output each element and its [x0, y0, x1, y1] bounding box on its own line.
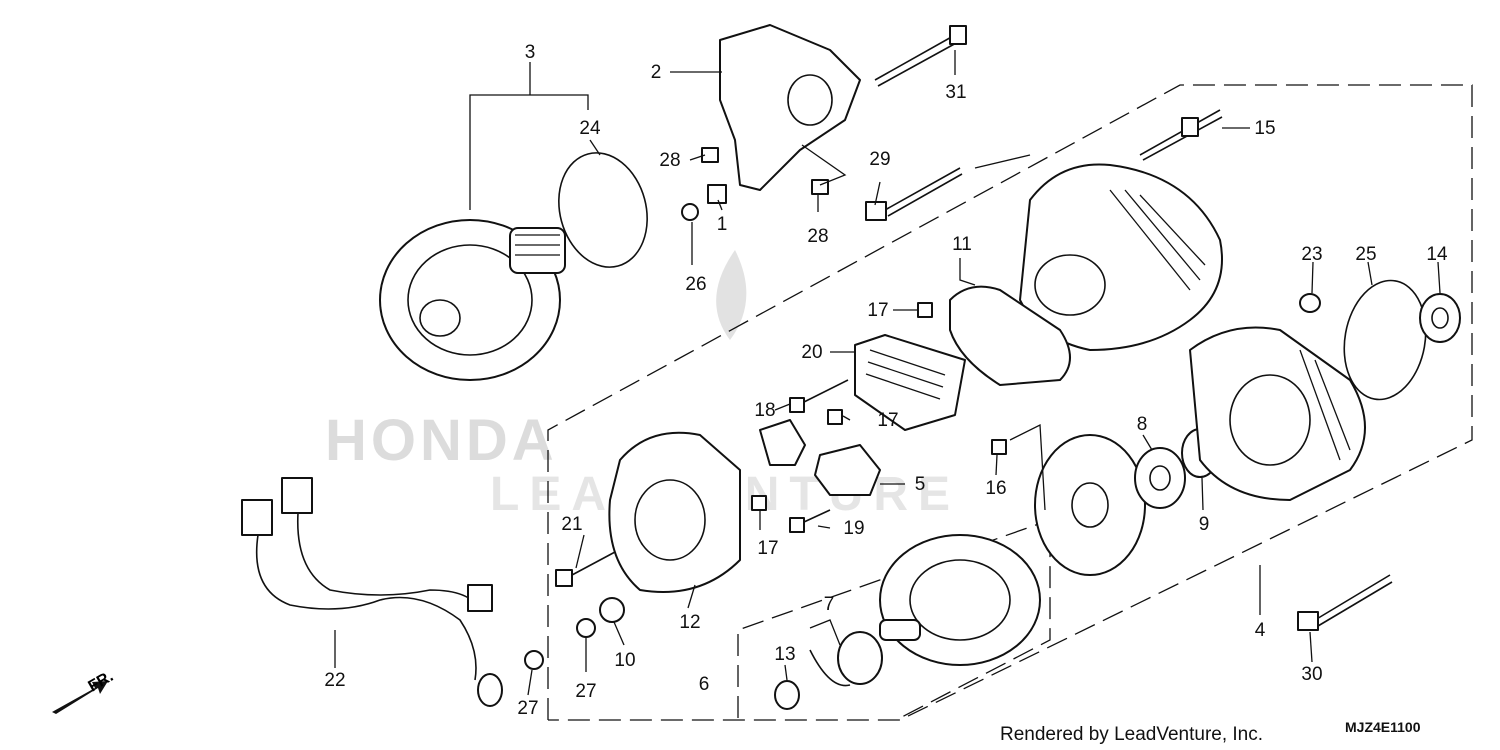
- callout-28a: 28: [659, 150, 680, 171]
- callout-18: 18: [754, 400, 775, 421]
- callout-14: 14: [1426, 244, 1448, 265]
- front-direction-arrow-icon: FR.: [52, 668, 116, 714]
- part-grommet-10: [599, 597, 625, 623]
- callout-10: 10: [614, 650, 635, 671]
- part-washer-26: [681, 203, 699, 221]
- part-brush-holder-5: [814, 444, 881, 496]
- part-o-ring-24: [558, 152, 648, 268]
- part-fan-plate: [1034, 434, 1146, 576]
- part-dowel-28a: [701, 147, 719, 163]
- part-collar-1: [707, 184, 727, 204]
- part-bolt-21: [555, 569, 573, 587]
- callout-1: 1: [717, 214, 728, 235]
- part-terminal: [759, 419, 806, 466]
- callout-28b: 28: [807, 226, 828, 247]
- part-screw-17b: [827, 409, 843, 425]
- part-rear-bracket-12: [608, 431, 741, 593]
- part-bearing-8: [1134, 447, 1186, 509]
- callout-27b: 27: [517, 698, 538, 719]
- part-bolt-29: [865, 167, 963, 221]
- part-rotor: [879, 534, 1041, 666]
- callout-labels: 3 24 2 28 1 26 28 31 29 15 11 17 20 18 1…: [324, 42, 1448, 719]
- part-nut-27b: [524, 650, 544, 670]
- callout-3: 3: [525, 42, 536, 63]
- callout-23: 23: [1301, 244, 1322, 265]
- callout-2: 2: [651, 62, 662, 83]
- callout-8: 8: [1137, 414, 1148, 435]
- part-bolt-15: [1139, 109, 1223, 161]
- part-end-cover-4: [1189, 326, 1366, 501]
- callout-17b: 17: [877, 410, 898, 431]
- part-screw-17a: [917, 302, 933, 318]
- diagram-code: MJZ4E1100: [1345, 719, 1421, 735]
- part-alternator-cover: [1019, 163, 1223, 351]
- callout-31: 31: [945, 82, 966, 103]
- footer-credit: Rendered by LeadVenture, Inc.: [1000, 724, 1263, 745]
- watermark-flame-icon: [716, 250, 747, 340]
- callout-27a: 27: [575, 681, 596, 702]
- part-nut-27a: [576, 618, 596, 638]
- part-bolt-18: [789, 397, 805, 413]
- callout-17a: 17: [867, 300, 888, 321]
- part-bolt-19: [789, 517, 805, 533]
- part-bearing-7: [837, 631, 883, 685]
- part-regulator-20: [854, 334, 966, 431]
- part-seal-13: [774, 680, 800, 710]
- callout-11: 11: [952, 234, 972, 255]
- part-wire-harness-22: [241, 477, 503, 707]
- part-nut-23: [1299, 293, 1321, 313]
- callout-26: 26: [685, 274, 706, 295]
- callout-30: 30: [1301, 664, 1322, 685]
- callout-9: 9: [1199, 514, 1210, 535]
- part-rectifier-11: [949, 285, 1071, 386]
- watermark-brand: HONDA: [325, 408, 558, 473]
- callout-6: 6: [699, 674, 710, 695]
- callout-25: 25: [1355, 244, 1376, 265]
- part-bolt-31: [874, 25, 967, 87]
- part-screw-17c: [751, 495, 767, 511]
- callout-17c: 17: [757, 538, 778, 559]
- callout-22: 22: [324, 670, 345, 691]
- part-bolt-30: [1297, 574, 1393, 631]
- callout-15: 15: [1254, 118, 1275, 139]
- part-bracket: [719, 24, 861, 191]
- callout-19: 19: [843, 518, 864, 539]
- callout-7: 7: [824, 594, 835, 615]
- callout-5: 5: [915, 474, 926, 495]
- part-snap-ring: [809, 649, 851, 687]
- part-screw-16: [991, 439, 1007, 455]
- callout-4: 4: [1255, 620, 1266, 641]
- callout-24: 24: [579, 118, 601, 139]
- callout-21: 21: [561, 514, 582, 535]
- callout-29: 29: [869, 149, 890, 170]
- callout-12: 12: [679, 612, 700, 633]
- part-starter-housing: [379, 219, 566, 381]
- callout-16: 16: [985, 478, 1006, 499]
- callout-20: 20: [801, 342, 822, 363]
- part-o-ring-25: [1343, 279, 1427, 401]
- callout-13: 13: [774, 644, 795, 665]
- leader-lines: [334, 50, 1441, 696]
- part-bearing-14: [1419, 293, 1461, 343]
